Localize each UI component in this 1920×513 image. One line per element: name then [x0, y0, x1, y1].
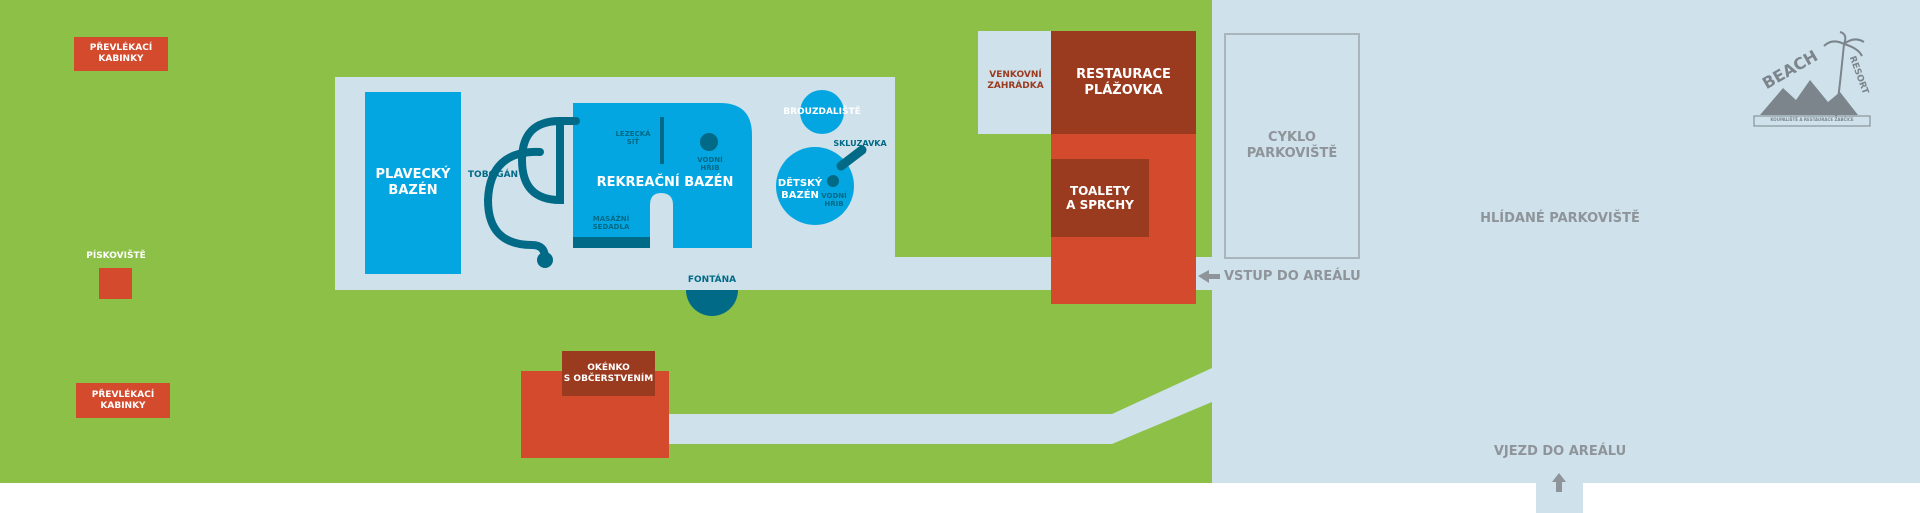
restaurant: RESTAURACE PLÁŽOVKA — [1051, 31, 1196, 134]
climbing-net — [660, 117, 664, 164]
tobogan-end — [537, 252, 553, 268]
arrow-up-icon — [1552, 473, 1566, 492]
swimming-pool: PLAVECKÝ BAZÉN — [365, 92, 461, 274]
bike-parking-label: CYKLO PARKOVIŠTĚ — [1246, 130, 1338, 161]
restaurant-label: RESTAURACE PLÁŽOVKA — [1076, 66, 1171, 98]
swimming-pool-label: PLAVECKÝ BAZÉN — [375, 167, 451, 198]
slide — [836, 145, 867, 171]
logo-tagline: KOUPALIŠTĚ A RESTAURACE ŽABČICE — [1770, 117, 1854, 122]
changing-cabins-top: PŘEVLÉKACÍ KABINKY — [74, 37, 168, 71]
massage-seats — [573, 237, 650, 248]
tobogan-label: TOBOGÁN — [467, 170, 519, 180]
climbing-net-label: LEZECKÁ SÍŤ — [615, 130, 651, 147]
fountain-label: FONTÁNA — [687, 275, 737, 285]
water-mushroom-2 — [827, 175, 839, 187]
water-mushroom-1-label: VODNÍ HŘIB — [697, 156, 723, 173]
slide-label: SKLUZAVKA — [833, 139, 887, 148]
garden-terrace — [978, 31, 1053, 134]
sandpit-label: PÍSKOVIŠTĚ — [86, 251, 146, 261]
changing-cabins-bottom: PŘEVLÉKACÍ KABINKY — [76, 383, 170, 418]
entrance-label: VSTUP DO AREÁLU — [1224, 269, 1361, 284]
toilets-label: TOALETY A SPRCHY — [1066, 183, 1134, 212]
recreation-pool-label: REKREAČNÍ BAZÉN — [596, 175, 734, 190]
wading-pool — [800, 90, 844, 134]
water-mushroom-1 — [700, 133, 718, 151]
changing-cabins-bottom-label: PŘEVLÉKACÍ KABINKY — [91, 389, 155, 411]
palm-tree-icon — [1823, 31, 1865, 117]
wading-pool-label: BROUZDALIŠTĚ — [783, 107, 861, 117]
changing-cabins-top-label: PŘEVLÉKACÍ KABINKY — [89, 43, 153, 64]
beach-resort-logo: BEACH RESORT KOUPALIŠTĚ A RESTAURACE ŽAB… — [1748, 30, 1878, 130]
kids-pool — [776, 147, 854, 225]
water-mushroom-2-label: VODNÍ HŘIB — [821, 192, 847, 209]
kids-pool-label: DĚTSKÝ BAZÉN — [777, 178, 823, 201]
massage-seats-label: MASÁŽNÍ SEDADLA — [592, 215, 630, 232]
lower-path — [668, 368, 1212, 444]
sandpit — [99, 268, 132, 299]
toilets-block: TOALETY A SPRCHY — [1051, 159, 1149, 237]
car-entrance-label: VJEZD DO AREÁLU — [1493, 444, 1627, 459]
snack-window-label: OKÉNKO S OBČERSTVENÍM — [563, 362, 654, 384]
outdoor-garden-label: VENKOVNÍ ZAHRÁDKA — [987, 70, 1044, 91]
guarded-parking-label: HLÍDANÉ PARKOVIŠTĚ — [1480, 211, 1640, 226]
fountain — [686, 290, 738, 316]
bike-parking: CYKLO PARKOVIŠTĚ — [1224, 33, 1360, 259]
mountains-icon — [1760, 80, 1858, 115]
arrow-left-icon — [1198, 270, 1220, 283]
snack-window: OKÉNKO S OBČERSTVENÍM — [562, 351, 655, 396]
parking-area — [1212, 0, 1920, 483]
tobogan — [483, 117, 580, 262]
logo-svg — [1753, 31, 1871, 127]
